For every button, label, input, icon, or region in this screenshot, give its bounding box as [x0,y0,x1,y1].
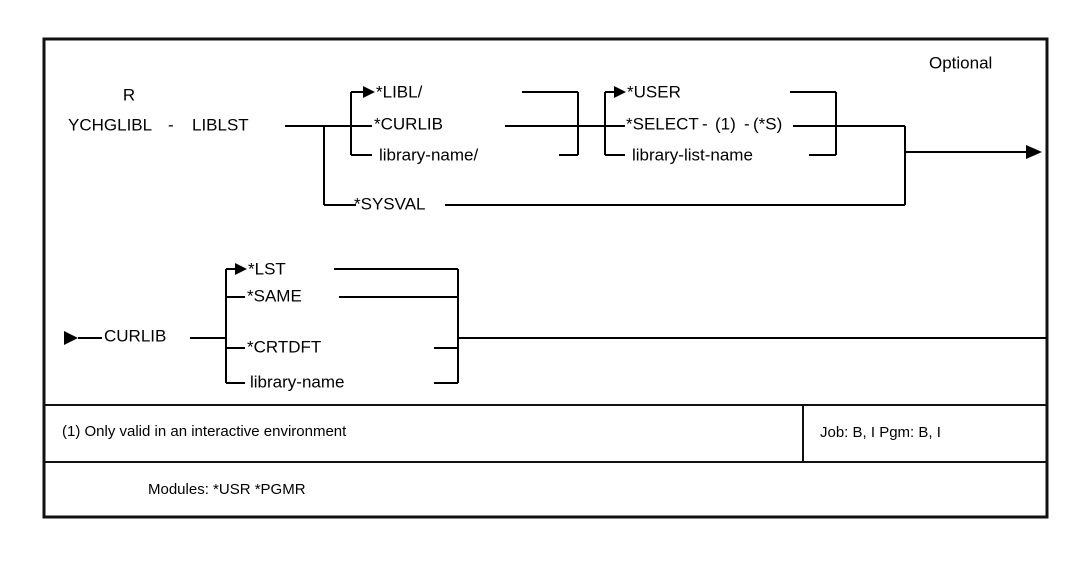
choice-label-lst: *LST [248,259,286,278]
default-arrow-icon-libl [363,86,375,98]
parameter-keyword-curlib: CURLIB [104,326,166,345]
choice-select-dash-1: - [702,114,708,133]
optional-label: Optional [929,53,992,72]
choice-label-curlib: *CURLIB [374,114,443,133]
environment-box-text: Job: B, I Pgm: B, I [820,424,941,441]
choice-label-same: *SAME [247,286,302,305]
diagram-region-liblst [44,39,1047,219]
modules-text: Modules: *USR *PGMR [148,481,306,498]
footnote-text: (1) Only valid in an interactive environ… [62,423,347,440]
choice-label-sysval: *SYSVAL [354,194,426,213]
choice-label-select: *SELECT [626,114,699,133]
footnote-ref-marker-1: (1) [715,114,736,133]
choice-label-libl: *LIBL/ [376,82,423,101]
diagram-region-footnote [44,405,803,462]
command-separator-dash: - [168,115,174,134]
section1-output-arrow-icon [1026,145,1042,159]
diagram-outer-border [42,37,1049,519]
environment-box [803,405,1047,462]
default-arrow-icon-lst [235,263,247,275]
section2-continuation-arrow-icon [64,331,78,345]
command-name-label: YCHGLIBL [68,115,152,134]
diagram-region-curlib [44,240,1047,405]
choice-label-library-name-q: library-name/ [379,145,478,164]
choice-select-dash-2: - [744,114,750,133]
choice-label-library-list-name: library-list-name [632,145,753,164]
default-arrow-icon-user [614,86,626,98]
diagram-region-modules [44,462,1047,517]
choice-label-user: *USER [627,82,681,101]
command-prefix-label: R [123,85,135,104]
choice-label-library-name-c: library-name [250,372,344,391]
choice-select-code: (*S) [753,114,782,133]
parameter-keyword-liblst: LIBLST [192,115,249,134]
choice-label-crtdft: *CRTDFT [247,337,321,356]
